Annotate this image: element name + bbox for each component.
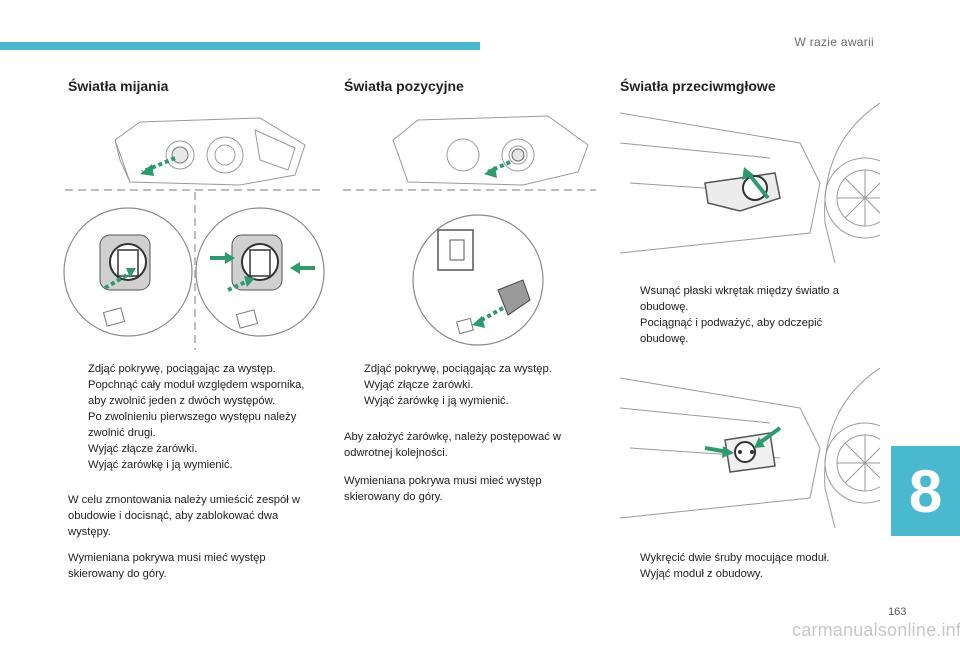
low-beam-assembly-note: W celu zmontowania należy umieścić zespó…: [68, 494, 300, 538]
list-item: Wykręcić dwie śruby mocujące moduł.: [640, 552, 830, 564]
fog-lights-title: Światła przeciwmgłowe: [620, 78, 776, 94]
chapter-tab: 8: [891, 446, 960, 536]
list-item: Wsunąć płaski wkrętak między światło a o…: [640, 285, 839, 313]
list-item: Popchnąć cały moduł względem wspornika, …: [88, 379, 305, 407]
low-beam-illustration: [63, 117, 325, 350]
fog-light-steps-a: Wsunąć płaski wkrętak między światło a o…: [620, 283, 870, 347]
list-item: Zdjąć pokrywę, pociągając za występ.: [364, 363, 552, 375]
low-beam-steps: Zdjąć pokrywę, pociągając za występ. Pop…: [68, 361, 318, 473]
list-item: Wyjąć moduł z obudowy.: [640, 568, 763, 580]
position-lights-reassembly-note: Aby założyć żarówkę, należy postępować w…: [344, 431, 562, 459]
list-item: Wyjąć złącze żarówki.: [364, 379, 474, 391]
accent-bar: [0, 42, 480, 50]
position-lights-title: Światła pozycyjne: [344, 78, 464, 94]
low-beam-title: Światła mijania: [68, 78, 169, 94]
list-item: Wyjąć złącze żarówki.: [88, 443, 198, 455]
fog-light-steps-b: Wykręcić dwie śruby mocujące moduł. Wyją…: [620, 550, 870, 582]
list-item: Wyjąć żarówkę i ją wymienić.: [88, 459, 233, 471]
list-item: Pociągnąć i podważyć, aby odczepić obudo…: [640, 317, 823, 345]
fog-light-removal-illustration: [620, 103, 880, 264]
fog-light-module-illustration: [620, 368, 880, 529]
position-lights-illustration: [343, 115, 596, 346]
position-lights-steps: Zdjąć pokrywę, pociągając za występ. Wyj…: [344, 361, 594, 409]
position-lights-cover-note: Wymieniana pokrywa musi mieć występ skie…: [344, 475, 542, 503]
page-number: 163: [888, 606, 907, 618]
low-beam-cover-note: Wymieniana pokrywa musi mieć występ skie…: [68, 552, 266, 580]
section-title: W razie awarii: [794, 35, 874, 49]
list-item: Zdjąć pokrywę, pociągając za występ.: [88, 363, 276, 375]
list-item: Po zwolnieniu pierwszego występu należy …: [88, 411, 297, 439]
list-item: Wyjąć żarówkę i ją wymienić.: [364, 395, 509, 407]
watermark: carmanualsonline.info: [792, 620, 960, 640]
